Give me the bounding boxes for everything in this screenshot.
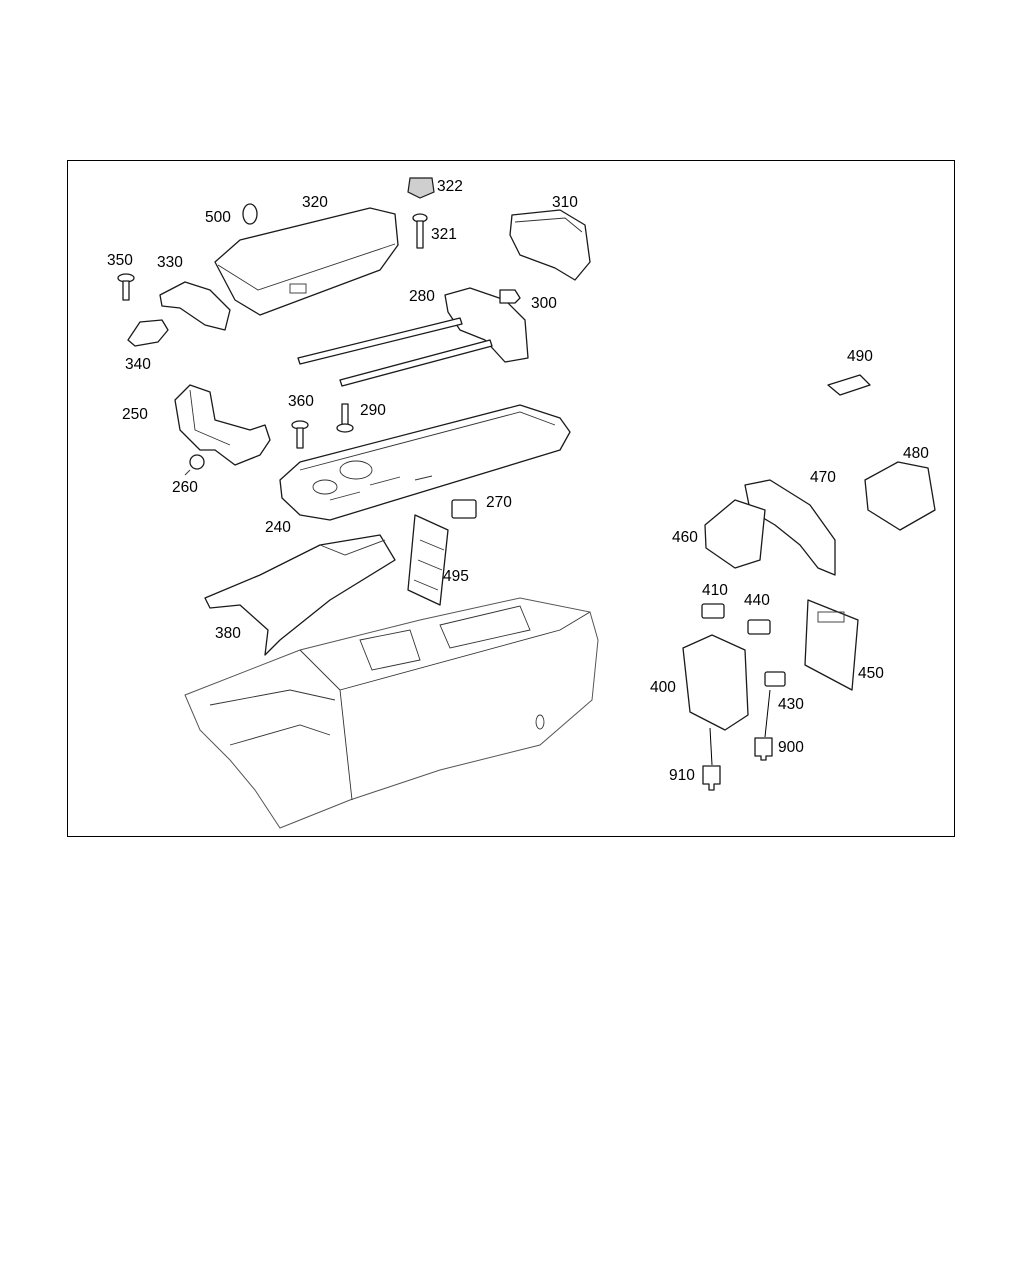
callout-321: 321 xyxy=(431,226,457,243)
callout-310: 310 xyxy=(552,194,578,211)
part-290-screw xyxy=(336,403,354,433)
callout-270: 270 xyxy=(486,494,512,511)
callout-260: 260 xyxy=(172,479,198,496)
part-460-vent xyxy=(704,499,766,569)
callout-330: 330 xyxy=(157,254,183,271)
callout-360: 360 xyxy=(288,393,314,410)
callout-280: 280 xyxy=(409,288,435,305)
callout-250: 250 xyxy=(122,406,148,423)
part-260-clip xyxy=(184,454,205,476)
part-450-panel xyxy=(804,599,859,691)
callout-410: 410 xyxy=(702,582,728,599)
callout-320: 320 xyxy=(302,194,328,211)
part-900-plug xyxy=(754,737,773,761)
part-410-connector xyxy=(701,603,725,619)
callout-340: 340 xyxy=(125,356,151,373)
part-280-mechanism xyxy=(297,287,529,387)
callout-440: 440 xyxy=(744,592,770,609)
leader-lines xyxy=(709,689,771,766)
part-240-trim-panel xyxy=(279,404,571,521)
part-360-screw xyxy=(291,420,309,449)
part-490-cap xyxy=(827,374,871,396)
part-330-bezel xyxy=(159,281,231,331)
part-340-button xyxy=(127,319,169,347)
callout-470: 470 xyxy=(810,469,836,486)
diagram-frame xyxy=(67,160,955,837)
part-322-knob xyxy=(407,177,435,199)
part-500-cap xyxy=(242,203,258,225)
callout-500: 500 xyxy=(205,209,231,226)
part-910-plug xyxy=(702,765,721,791)
callout-495: 495 xyxy=(443,568,469,585)
callout-480: 480 xyxy=(903,445,929,462)
part-310-cover xyxy=(509,209,591,281)
callout-910: 910 xyxy=(669,767,695,784)
callout-400: 400 xyxy=(650,679,676,696)
callout-450: 450 xyxy=(858,665,884,682)
part-300-screw xyxy=(499,289,521,304)
callout-290: 290 xyxy=(360,402,386,419)
callout-350: 350 xyxy=(107,252,133,269)
callout-240: 240 xyxy=(265,519,291,536)
callout-460: 460 xyxy=(672,529,698,546)
callout-labels: 240 250 260 270 280 290 300 310 320 321 … xyxy=(107,178,929,784)
callout-900: 900 xyxy=(778,739,804,756)
part-400-module xyxy=(682,634,749,731)
part-440-connector xyxy=(747,619,771,635)
part-320-armrest-lid xyxy=(214,207,399,316)
part-350-screw xyxy=(117,273,135,301)
callout-490: 490 xyxy=(847,348,873,365)
part-430-connector xyxy=(764,671,786,687)
part-250-bracket xyxy=(174,384,271,466)
part-270-switch xyxy=(451,499,477,519)
part-495-grille xyxy=(407,514,449,606)
callout-430: 430 xyxy=(778,696,804,713)
center-console xyxy=(184,597,599,829)
callout-300: 300 xyxy=(531,295,557,312)
part-380-trim-strip xyxy=(204,534,396,656)
callout-380: 380 xyxy=(215,625,241,642)
part-321-screw xyxy=(412,213,428,249)
part-480-tray xyxy=(864,461,936,531)
callout-322: 322 xyxy=(437,178,463,195)
